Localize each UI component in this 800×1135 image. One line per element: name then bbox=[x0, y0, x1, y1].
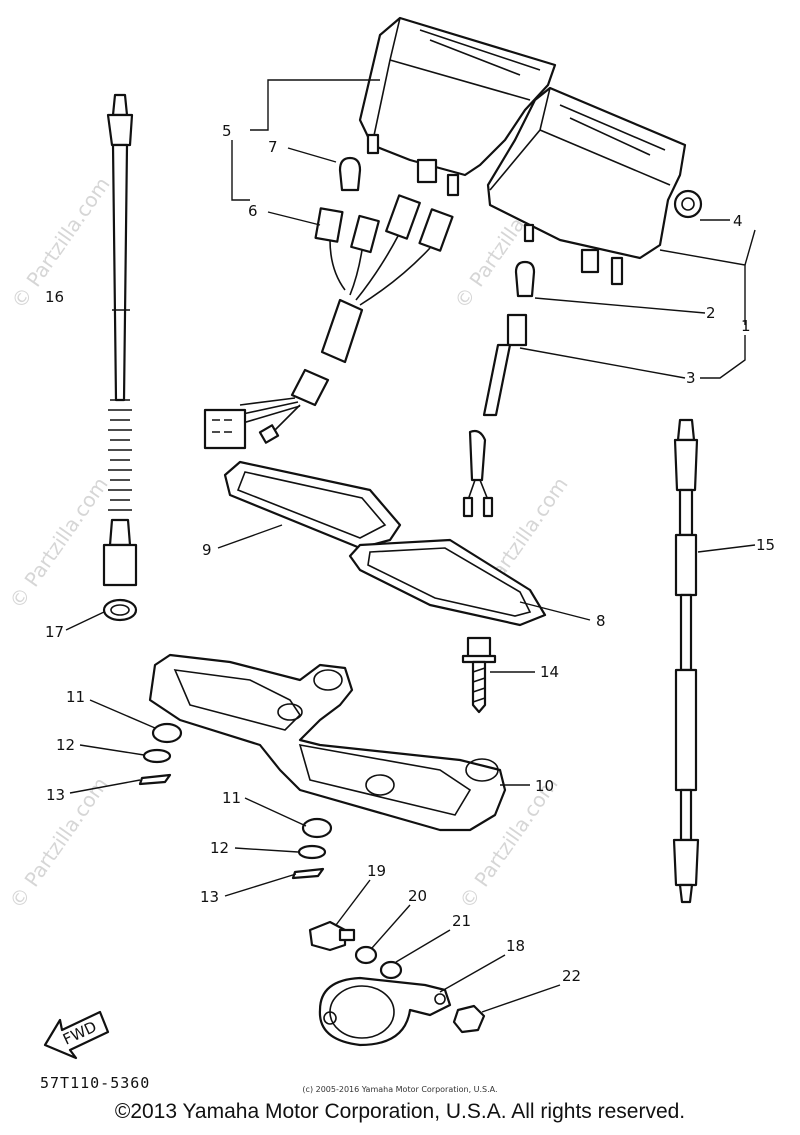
callout-19: 19 bbox=[367, 862, 386, 880]
tachometer-part-1 bbox=[486, 86, 687, 286]
callout-7: 7 bbox=[268, 138, 278, 156]
callout-21: 21 bbox=[452, 912, 471, 930]
callout-22: 22 bbox=[562, 967, 581, 985]
wire-harness-part-6 bbox=[203, 194, 454, 450]
part-reference-code: 57T110-5360 bbox=[40, 1074, 151, 1092]
o-ring-part-17 bbox=[102, 598, 138, 622]
callout-11-lower: 11 bbox=[222, 789, 241, 807]
leader-lines bbox=[65, 79, 756, 1013]
speedometer-part-5 bbox=[358, 16, 557, 197]
grommet-set-lower bbox=[291, 817, 333, 880]
callout-20: 20 bbox=[408, 887, 427, 905]
copyright-notice: ©2013 Yamaha Motor Corporation, U.S.A. A… bbox=[114, 1100, 686, 1123]
bolt-part-14 bbox=[461, 636, 497, 714]
meter-bracket-part-10 bbox=[148, 653, 507, 832]
callout-14: 14 bbox=[540, 663, 559, 681]
small-copyright: (c) 2005-2016 Yamaha Motor Corporation, … bbox=[302, 1085, 498, 1094]
callout-10: 10 bbox=[535, 777, 554, 795]
bulb-part-2 bbox=[514, 260, 536, 298]
callout-11-upper: 11 bbox=[66, 688, 85, 706]
callout-numbers: 5 7 6 4 2 1 3 16 17 15 9 8 14 10 11 12 1… bbox=[45, 122, 775, 985]
grommet-set-upper bbox=[138, 722, 183, 786]
clamp-hardware bbox=[308, 920, 486, 1047]
callout-9: 9 bbox=[202, 541, 212, 559]
trip-knob-part-4 bbox=[673, 189, 703, 219]
callout-8: 8 bbox=[596, 612, 606, 630]
watermark-3: © Partzilla.com bbox=[4, 473, 112, 613]
callout-15: 15 bbox=[756, 536, 775, 554]
callout-6: 6 bbox=[248, 202, 258, 220]
callout-13-upper: 13 bbox=[46, 786, 65, 804]
fwd-arrow-icon: FWD bbox=[43, 1010, 110, 1060]
callout-16: 16 bbox=[45, 288, 64, 306]
speedometer-cable-part-16 bbox=[102, 93, 138, 587]
callout-17: 17 bbox=[45, 623, 64, 641]
callout-12-upper: 12 bbox=[56, 736, 75, 754]
tachometer-cable-part-15 bbox=[672, 418, 700, 904]
callout-2: 2 bbox=[706, 304, 716, 322]
callout-13-lower: 13 bbox=[200, 888, 219, 906]
callout-4: 4 bbox=[733, 212, 743, 230]
callout-18: 18 bbox=[506, 937, 525, 955]
gasket-part-8 bbox=[348, 538, 547, 627]
callout-3: 3 bbox=[686, 369, 696, 387]
callout-1: 1 bbox=[741, 317, 751, 335]
bulb-part-7 bbox=[338, 156, 362, 192]
socket-wire-part-3 bbox=[462, 313, 528, 518]
callout-12-lower: 12 bbox=[210, 839, 229, 857]
callout-5: 5 bbox=[222, 122, 232, 140]
gasket-part-9 bbox=[223, 460, 402, 550]
